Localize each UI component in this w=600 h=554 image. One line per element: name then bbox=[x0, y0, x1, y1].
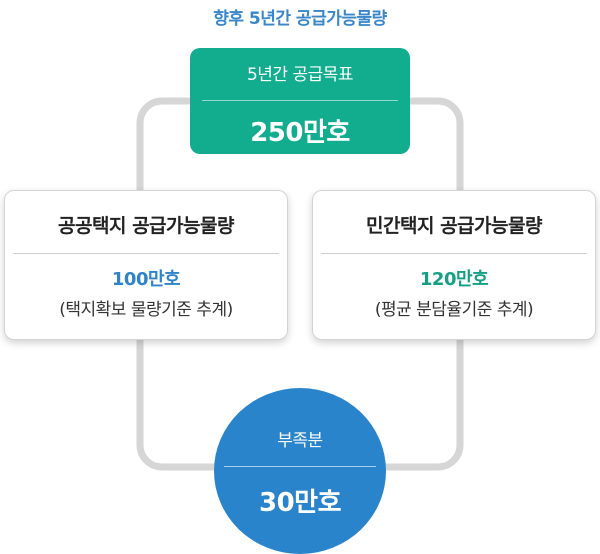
shortfall-divider bbox=[224, 466, 376, 467]
public-land-card: 공공택지 공급가능물량 100만호 (택지확보 물량기준 추계) bbox=[4, 190, 288, 340]
supply-goal-label: 5년간 공급목표 bbox=[246, 65, 354, 85]
private-land-divider bbox=[321, 253, 587, 254]
shortfall-label: 부족분 bbox=[277, 431, 323, 451]
diagram-title: 향후 5년간 공급가능물량 bbox=[213, 9, 387, 29]
supply-goal-value: 250만호 bbox=[250, 118, 350, 148]
public-land-note: (택지확보 물량기준 추계) bbox=[59, 300, 233, 320]
private-land-value: 120만호 bbox=[419, 269, 489, 290]
private-land-card: 민간택지 공급가능물량 120만호 (평균 분담율기준 추계) bbox=[312, 190, 596, 340]
shortfall-value: 30만호 bbox=[258, 488, 342, 518]
supply-goal-box: 5년간 공급목표 250만호 bbox=[190, 48, 410, 154]
public-land-divider bbox=[13, 253, 279, 254]
private-land-note: (평균 분담율기준 추계) bbox=[374, 300, 534, 320]
public-land-title: 공공택지 공급가능물량 bbox=[58, 215, 234, 237]
supply-goal-divider bbox=[202, 100, 398, 101]
public-land-value: 100만호 bbox=[111, 269, 181, 290]
shortfall-circle: 부족분 30만호 bbox=[214, 388, 386, 554]
private-land-title: 민간택지 공급가능물량 bbox=[366, 215, 542, 237]
